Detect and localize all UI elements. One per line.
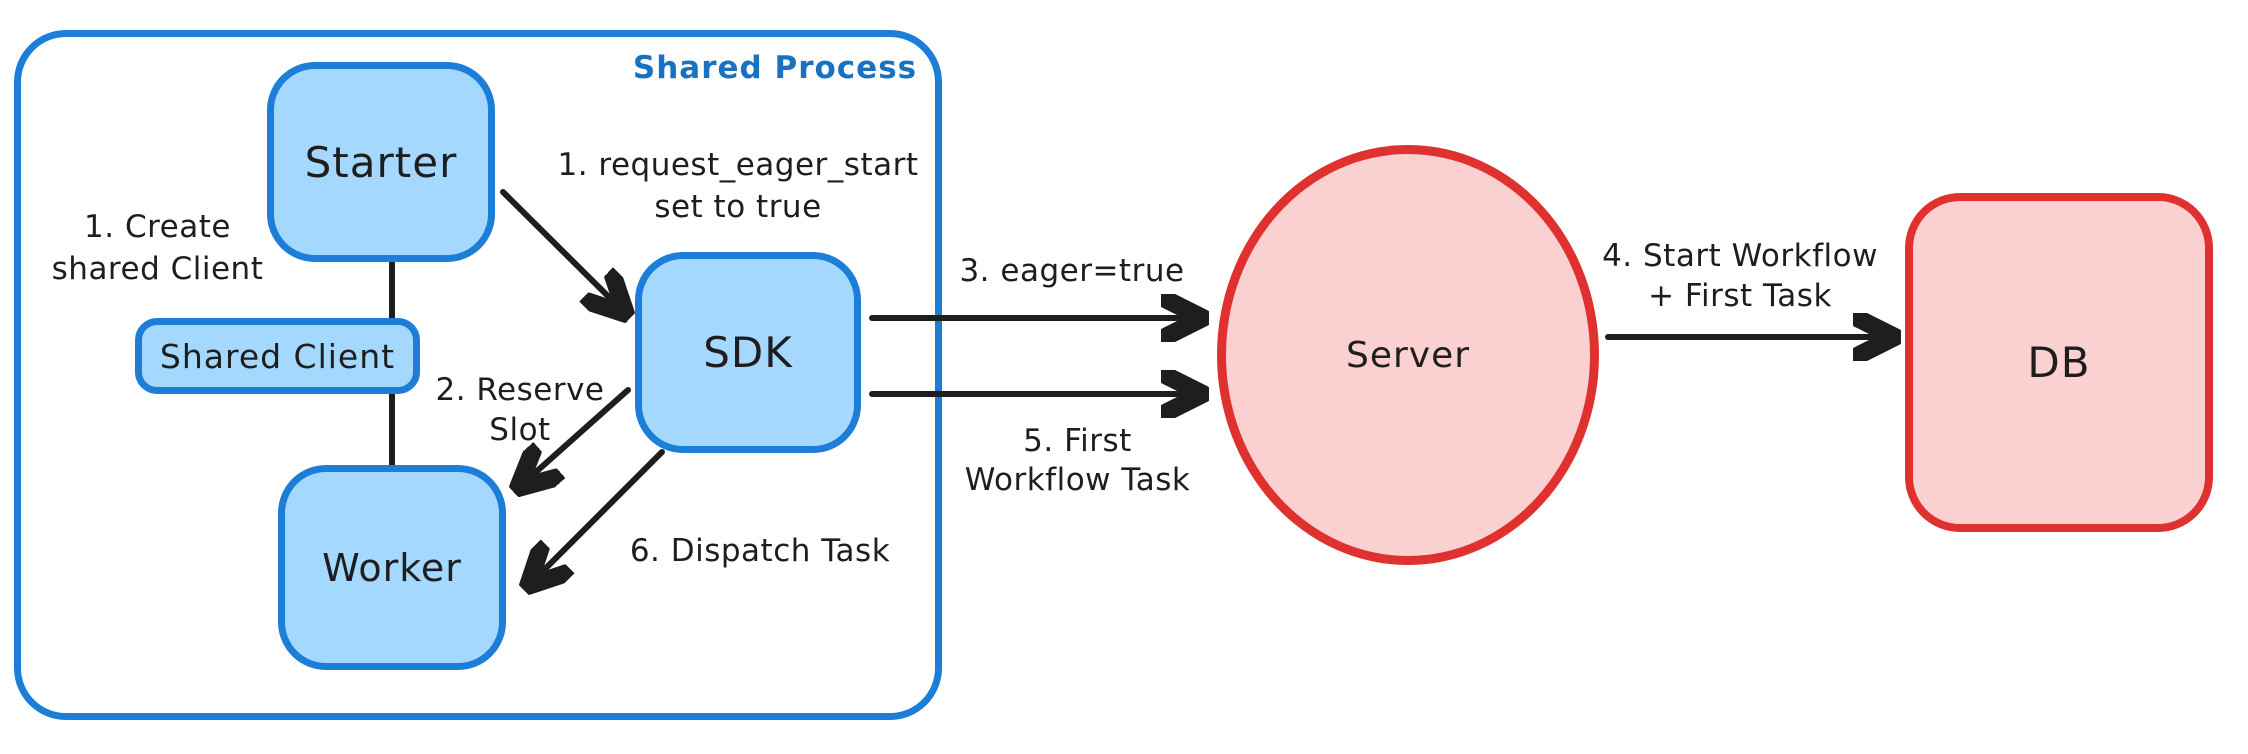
- node-server: Server: [1217, 145, 1599, 565]
- annotation-line: + First Task: [1648, 278, 1832, 314]
- shared-process-container: [14, 30, 942, 720]
- annotation-line: 3. eager=true: [959, 253, 1185, 289]
- annotation-dispatch-task: 6. Dispatch Task: [610, 530, 910, 572]
- node-db: DB: [1905, 193, 2213, 532]
- annotation-eager-true: 3. eager=true: [942, 250, 1202, 292]
- node-sdk-label: SDK: [703, 328, 793, 377]
- node-worker: Worker: [278, 465, 506, 670]
- annotation-line: 2. Reserve: [435, 372, 605, 408]
- node-sdk: SDK: [635, 252, 861, 453]
- node-starter-label: Starter: [304, 137, 458, 187]
- shared-process-label: Shared Process: [632, 50, 918, 86]
- annotation-reserve-slot: 2. Reserve Slot: [400, 370, 640, 450]
- arrow-sdk-reserve-slot: [518, 387, 631, 488]
- annotation-request-eager-start: 1. request_eager_start set to true: [528, 144, 948, 228]
- annotation-line: 5. First: [1023, 423, 1132, 459]
- node-server-label: Server: [1345, 334, 1471, 376]
- annotation-line: Slot: [489, 412, 551, 448]
- annotation-line: 6. Dispatch Task: [629, 533, 891, 569]
- annotation-start-workflow-first-task: 4. Start Workflow + First Task: [1590, 236, 1890, 316]
- node-worker-label: Worker: [322, 545, 462, 590]
- node-shared-client: Shared Client: [135, 318, 420, 394]
- arrow-sdk-dispatch-task: [528, 449, 665, 586]
- annotation-first-workflow-task: 5. First Workflow Task: [950, 422, 1205, 500]
- annotation-line: 1. request_eager_start: [557, 147, 919, 183]
- node-db-label: DB: [2027, 338, 2091, 387]
- node-shared-client-label: Shared Client: [159, 336, 396, 376]
- annotation-line: 4. Start Workflow: [1602, 238, 1878, 274]
- node-starter: Starter: [267, 62, 495, 262]
- annotation-create-shared-client: 1. Create shared Client: [30, 206, 285, 290]
- annotation-line: set to true: [654, 189, 822, 225]
- annotation-line: Workflow Task: [964, 462, 1191, 498]
- arrow-starter-to-sdk: [500, 189, 626, 314]
- annotation-line: shared Client: [51, 251, 264, 287]
- annotation-line: 1. Create: [84, 209, 231, 245]
